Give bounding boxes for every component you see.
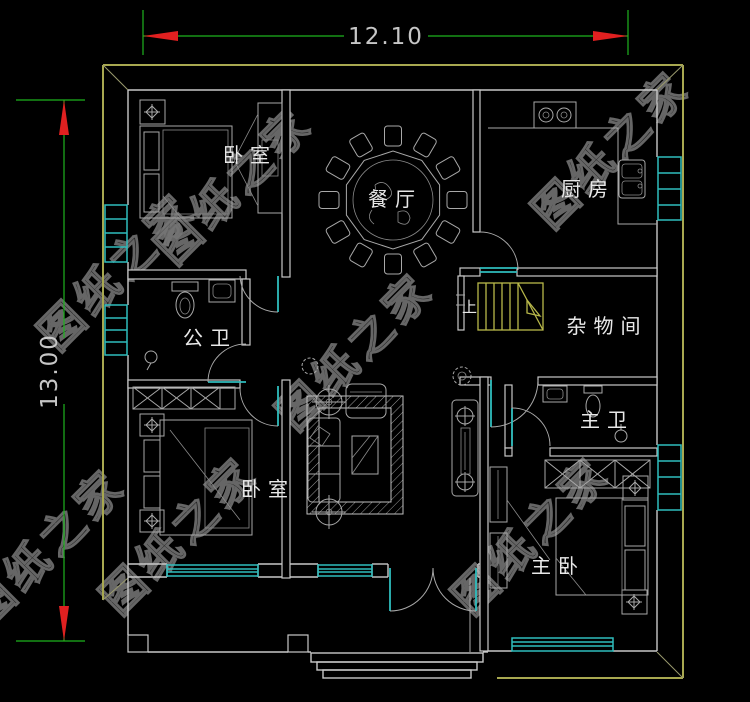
room-label-kitchen: 厨房 — [561, 177, 615, 201]
window-master-right — [657, 444, 682, 511]
watermark-text: 图纸之家 — [91, 447, 268, 624]
room-label-master-bath: 主卫 — [580, 408, 634, 432]
stairs-up-label: 上 — [462, 298, 477, 316]
wardrobe — [132, 386, 236, 410]
entry-double-door — [389, 567, 477, 612]
stove — [533, 101, 577, 129]
dining-chairs — [318, 125, 468, 275]
entry-steps — [310, 652, 484, 679]
height-dimension-label: 13.00 — [37, 333, 63, 409]
toilet — [171, 281, 199, 319]
doors — [207, 231, 551, 612]
door-master-bath — [511, 407, 551, 447]
tv-cabinet — [451, 399, 479, 497]
nightstand-lamp — [139, 413, 165, 437]
bedroom2-furniture — [132, 386, 253, 536]
kitchen-furniture — [488, 101, 657, 225]
master-bedroom-furniture — [489, 459, 651, 615]
door-bedroom1 — [239, 275, 279, 313]
room-label-master-bedroom: 主卧 — [531, 554, 585, 578]
bed — [555, 497, 649, 596]
watermark-text: 图纸之家 — [523, 61, 700, 238]
width-dimension-label: 12.10 — [348, 24, 424, 50]
room-labels: 卧室 餐厅 厨房 公卫 杂物间 卧室 主卫 主卧 — [183, 143, 648, 578]
floor-drain — [614, 424, 628, 443]
nightstand-lamp — [622, 475, 649, 501]
basin — [542, 385, 568, 403]
plant — [301, 357, 472, 386]
door-master-suite — [490, 379, 539, 428]
kitchen-sink — [618, 159, 646, 199]
window-living-front — [317, 564, 373, 577]
window-kitchen-right — [657, 156, 682, 221]
staircase: 上 — [456, 282, 544, 331]
public-bath-fixtures — [144, 279, 236, 371]
porch-column — [287, 634, 309, 653]
window-bath-left — [104, 304, 128, 356]
arrow-right — [593, 31, 628, 41]
arrow-left — [143, 31, 178, 41]
master-bath-fixtures — [542, 385, 628, 443]
room-label-bedroom1: 卧室 — [223, 143, 277, 167]
toilet — [583, 385, 603, 418]
porch-column — [127, 634, 149, 653]
windows — [104, 156, 682, 652]
basin — [208, 279, 236, 303]
room-label-public-bath: 公卫 — [183, 326, 237, 350]
nightstand-lamp — [621, 589, 648, 615]
watermark-text: 图纸之家 — [267, 263, 444, 440]
window-bedroom1-left — [104, 204, 128, 263]
bed — [139, 125, 233, 219]
dimension-left: 13.00 — [16, 99, 85, 642]
room-label-bedroom2: 卧室 — [241, 477, 295, 501]
dimension-top: 12.10 — [142, 10, 629, 55]
door-public-bath — [207, 343, 247, 383]
arrow-up — [59, 100, 69, 135]
bed — [143, 419, 253, 536]
armchair — [345, 383, 387, 419]
porch — [127, 578, 488, 679]
room-label-dining: 餐厅 — [368, 187, 422, 211]
exterior-walls — [102, 64, 684, 679]
nightstand-lamp — [139, 99, 166, 125]
door-bedroom2 — [239, 386, 279, 427]
dining-table — [318, 125, 468, 275]
door-kitchen — [479, 231, 519, 273]
arrow-down — [59, 606, 69, 641]
window-bedroom2-front — [166, 564, 259, 577]
coffee-table — [351, 435, 379, 475]
sofa — [307, 417, 341, 503]
dresser — [489, 466, 551, 589]
wardrobe — [544, 459, 651, 489]
side-table-top — [312, 385, 346, 419]
nightstand-lamp — [139, 509, 165, 533]
living-room-furniture — [301, 357, 479, 529]
bedroom1-furniture — [139, 99, 283, 219]
side-table-bottom — [312, 495, 346, 529]
window-master-front — [511, 637, 614, 652]
floor-drain — [144, 350, 158, 371]
room-label-storage: 杂物间 — [567, 314, 648, 338]
wardrobe — [233, 102, 283, 214]
